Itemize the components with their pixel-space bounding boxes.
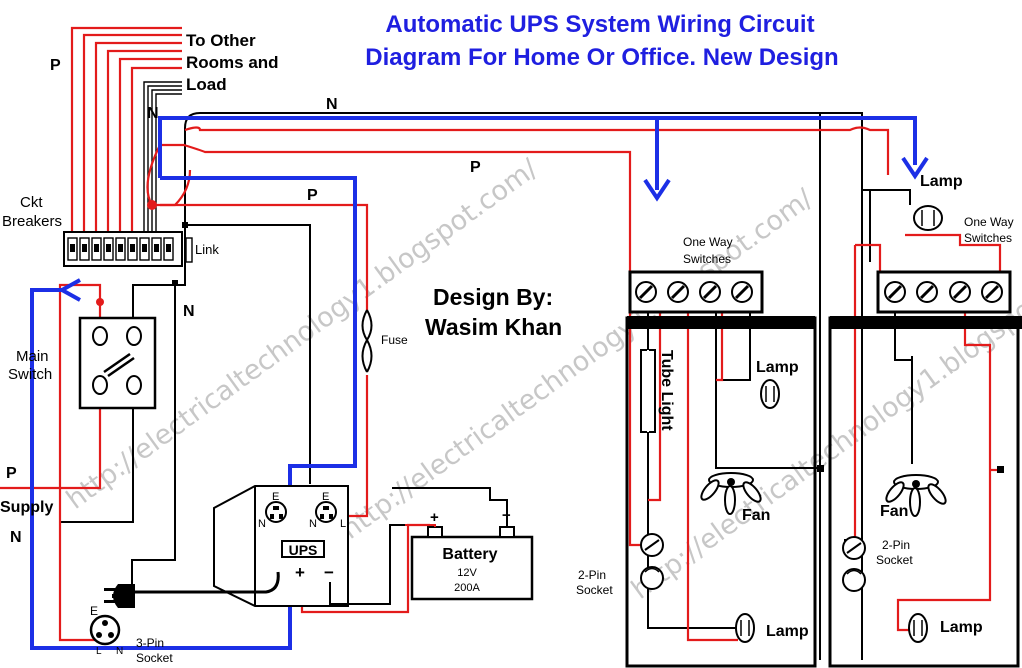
author-name: Wasim Khan [425, 314, 562, 340]
battery-voltage: 12V [457, 567, 477, 579]
ups-plus-label: + [295, 563, 305, 582]
room1-lamp-label: Lamp [756, 359, 799, 376]
room1-fan-label: Fan [742, 507, 770, 524]
ups-label: UPS [289, 542, 318, 558]
to-other-label-1: To Other [186, 31, 256, 50]
room-1 [625, 270, 817, 668]
ups-l-label: L [340, 518, 346, 530]
main-switch-label-2: Switch [8, 366, 52, 383]
n-top-label: N [147, 105, 159, 122]
battery-minus-label: − [502, 507, 511, 524]
junction-dot [182, 222, 188, 228]
room-2 [817, 189, 1022, 668]
room1-switches-label-2: Switches [683, 252, 731, 266]
socket3-n-label: N [116, 646, 123, 657]
fuse [361, 309, 373, 373]
title-line-1: Automatic UPS System Wiring Circuit [385, 11, 814, 38]
to-other-label-2: Rooms and [186, 53, 279, 72]
room2-socket-label-2: Socket [876, 553, 913, 567]
ups-n1-label: N [258, 518, 266, 530]
title-line-2: Diagram For Home Or Office. New Design [365, 44, 838, 71]
ups-unit [213, 485, 349, 607]
ups-e2-label: E [322, 491, 329, 503]
room2-fan-label: Fan [880, 503, 908, 520]
p-mid-label: P [307, 187, 318, 204]
battery-capacity: 200A [454, 582, 480, 594]
room2-switches-label-1: One Way [964, 215, 1014, 229]
to-other-label-3: Load [186, 75, 227, 94]
link-label: Link [195, 242, 219, 257]
neutral-bus [60, 112, 913, 660]
socket3-label-1: 3-Pin [136, 636, 164, 650]
junction-dot [96, 298, 104, 306]
junction-dot [147, 200, 157, 210]
p-bus-label: P [470, 159, 481, 176]
plug-e-label: E [90, 604, 98, 618]
room2-socket-label-1: 2-Pin [882, 538, 910, 552]
room2-lamp2-label: Lamp [940, 619, 983, 636]
arrow-room1 [643, 178, 671, 202]
room2-switches-label-2: Switches [964, 231, 1012, 245]
ckt-label-1: Ckt [20, 194, 43, 211]
ups-plug [104, 584, 215, 608]
ups-minus-label: − [324, 563, 334, 582]
room1-lamp2-label: Lamp [766, 623, 809, 640]
p-top-label: P [50, 57, 61, 74]
socket3-label-2: Socket [136, 651, 173, 665]
ups-e1-label: E [272, 491, 279, 503]
circuit-breakers [63, 231, 193, 267]
junction-dot [172, 280, 178, 286]
fuse-label: Fuse [381, 333, 408, 347]
design-by-label: Design By: [433, 284, 553, 310]
battery-label: Battery [442, 546, 497, 563]
room1-switches-label-1: One Way [683, 235, 733, 249]
phase-wires [0, 126, 1002, 642]
three-pin-socket [89, 614, 121, 646]
supply-p-label: P [6, 465, 17, 482]
battery-plus-label: + [430, 509, 439, 526]
room1-socket-label-2: Socket [576, 583, 613, 597]
n-left-label: N [183, 303, 195, 320]
ckt-label-2: Breakers [2, 213, 62, 230]
room1-socket-label-1: 2-Pin [578, 568, 606, 582]
ups-n2-label: N [309, 518, 317, 530]
battery [392, 487, 534, 601]
outgoing-wires [70, 26, 182, 248]
supply-label: Supply [0, 499, 53, 516]
main-switch [78, 316, 157, 410]
arrow-room2 [901, 156, 929, 180]
tube-light-label: Tube Light [658, 350, 675, 431]
arrow-left [57, 278, 81, 302]
battery-negative-wire [329, 524, 420, 605]
n-bus-label: N [326, 96, 338, 113]
main-switch-label-1: Main [16, 348, 49, 365]
socket3-l-label: L [96, 646, 102, 657]
room2-lamp-label: Lamp [920, 173, 963, 190]
supply-n-label: N [10, 529, 22, 546]
